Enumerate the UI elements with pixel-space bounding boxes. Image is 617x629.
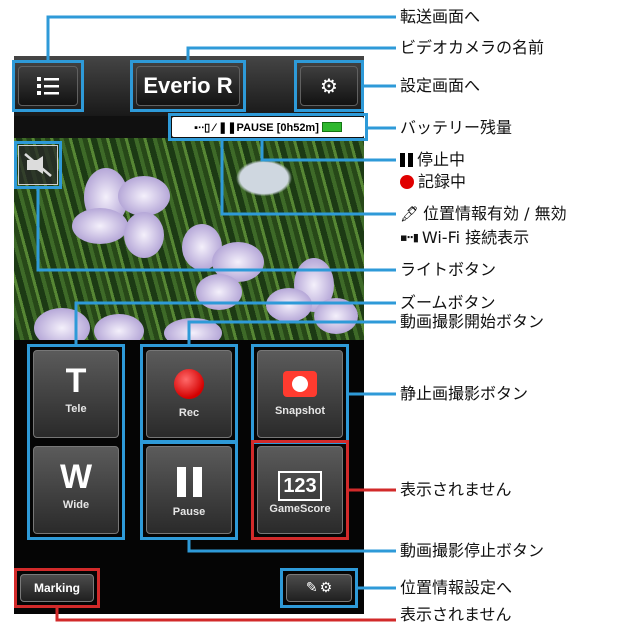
callout-not-displayed-2: 表示されません [400,605,512,624]
callout-transfer-screen: 転送画面へ [400,7,481,26]
wide-button[interactable]: W Wide [33,446,119,534]
callout-light-button: ライトボタン [400,260,497,279]
record-dot-icon [400,175,414,189]
record-label: Rec [178,407,200,419]
callout-zoom-button: ズームボタン [400,293,496,312]
callout-location-settings: 位置情報設定へ [400,578,513,597]
callout-wifi-display: ▪∙∙▮ Wi-Fi 接続表示 [400,228,529,248]
tele-label: Tele [65,403,87,415]
callout-location-info-text: 位置情報有効 / 無効 [423,204,567,223]
callout-recording-text: 記録中 [418,172,467,191]
snapshot-button[interactable]: Snapshot [257,350,343,438]
gear-icon: ⚙ [320,74,338,98]
callout-record-start-button: 動画撮影開始ボタン [400,312,545,331]
location-settings-button[interactable]: ✎ ⚙ [286,574,352,602]
light-off-icon [24,153,52,177]
snapshot-label: Snapshot [274,405,326,417]
callout-wifi-display-text: Wi-Fi 接続表示 [421,228,530,247]
marking-button[interactable]: Marking [20,574,94,602]
wifi-connection-icon: ▪∙∙▮ [400,231,419,244]
camera-preview [14,138,364,340]
pause-icon [400,153,413,167]
record-button[interactable]: Rec [146,350,232,438]
list-menu-icon [37,77,59,95]
callout-settings-screen: 設定画面へ [400,76,481,95]
light-button[interactable] [18,145,58,185]
record-dot-icon [174,369,204,399]
camera-icon [283,371,317,397]
battery-icon [321,122,342,132]
menu-button[interactable] [18,66,78,106]
gear-icon: ⚙ [319,580,333,596]
gamescore-label: GameScore [269,503,331,515]
pause-button[interactable]: Pause [146,446,232,534]
status-text: ▪∙∙▯ ⁄ ❚❚PAUSE [0h52m] [194,121,319,134]
callout-paused-text: 停止中 [417,150,466,169]
settings-button[interactable]: ⚙ [300,66,358,106]
callout-record-stop-button: 動画撮影停止ボタン [400,541,545,560]
tele-glyph: T [65,362,87,400]
callout-battery-level: バッテリー残量 [400,118,513,137]
gamescore-glyph: 123 [278,471,322,501]
gps-off-icon: ✎ [305,580,318,596]
gps-icon: 🖋 [400,205,420,223]
camera-name-button[interactable]: Everio R [136,66,240,106]
status-indicator: ▪∙∙▯ ⁄ ❚❚PAUSE [0h52m] [172,117,364,137]
gamescore-button[interactable]: 123 GameScore [257,446,343,534]
callout-not-displayed-1: 表示されません [400,480,512,499]
pause-icon [147,467,231,497]
callout-camera-name: ビデオカメラの名前 [400,38,545,57]
callout-recording: 記録中 [400,172,466,192]
tele-button[interactable]: T Tele [33,350,119,438]
pause-label: Pause [172,506,206,518]
callout-paused: 停止中 [400,150,465,170]
wide-label: Wide [62,499,90,511]
callout-still-capture-button: 静止画撮影ボタン [400,384,529,403]
wide-glyph: W [59,458,93,496]
callout-location-info: 🖋 位置情報有効 / 無効 [400,204,567,224]
